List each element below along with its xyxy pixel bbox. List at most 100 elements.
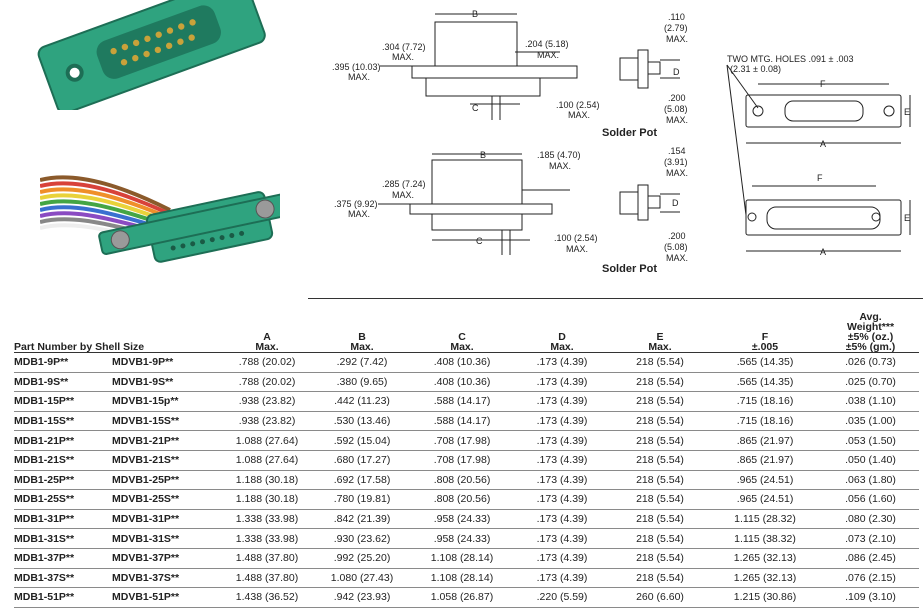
header-c-label: C <box>458 331 466 343</box>
cell-f: 1.265 (32.13) <box>708 568 822 589</box>
cell-f: .865 (21.97) <box>708 430 822 451</box>
header-b-label: B <box>358 331 366 343</box>
cell-c: 1.058 (26.87) <box>412 587 512 608</box>
cell-e: 218 (5.54) <box>612 450 708 471</box>
cell-a: 1.338 (33.98) <box>222 509 312 530</box>
cell-c: 1.108 (28.14) <box>412 548 512 569</box>
cell-p1: MDB1-31P** <box>14 509 112 530</box>
dim-204-top: .204 (5.18) <box>525 39 569 49</box>
dim-b-bottom: B <box>480 150 486 160</box>
dim-110: .110 <box>668 12 685 22</box>
cell-d: .173 (4.39) <box>512 568 612 589</box>
cell-c: .708 (17.98) <box>412 430 512 451</box>
table-row: MDB1-9S**MDVB1-9S**.788 (20.02).380 (9.6… <box>14 372 919 393</box>
dim-154: .154 <box>668 146 686 156</box>
table-row: MDB1-15P**MDVB1-15p**.938 (23.82).442 (1… <box>14 391 919 412</box>
cell-p1: MDB1-37S** <box>14 568 112 589</box>
dim-200-top: .200 <box>668 93 686 103</box>
header-b-sub: Max. <box>350 341 374 353</box>
dim-204-max: MAX. <box>537 50 559 60</box>
cell-p1: MDB1-15P** <box>14 391 112 412</box>
cell-p1: MDB1-25P** <box>14 470 112 491</box>
header-weight-1: Avg. <box>859 311 882 323</box>
cell-p1: MDB1-51P** <box>14 587 112 608</box>
cell-p2: MDVB1-25S** <box>112 489 222 510</box>
header-a-sub: Max. <box>255 341 279 353</box>
cell-w: .026 (0.73) <box>822 352 919 373</box>
cell-p2: MDVB1-21P** <box>112 430 222 451</box>
cell-d: .173 (4.39) <box>512 489 612 510</box>
dim-285-max: MAX. <box>392 190 414 200</box>
dim-d-top: D <box>673 67 680 77</box>
cell-w: .076 (2.15) <box>822 568 919 589</box>
cell-e: 218 (5.54) <box>612 411 708 432</box>
cell-p1: MDB1-25S** <box>14 489 112 510</box>
dim-200-mm-bottom: (5.08) <box>664 242 688 252</box>
cell-w: .086 (2.45) <box>822 548 919 569</box>
dim-154-max: MAX. <box>666 168 688 178</box>
table-row: MDB1-37P**MDVB1-37P**1.488 (37.80).992 (… <box>14 548 919 569</box>
cell-f: 1.215 (30.86) <box>708 587 822 608</box>
cell-p1: MDB1-21P** <box>14 430 112 451</box>
cell-e: 218 (5.54) <box>612 509 708 530</box>
cell-p1: MDB1-9P** <box>14 352 112 373</box>
cell-p1: MDB1-15S** <box>14 411 112 432</box>
cell-d: .173 (4.39) <box>512 509 612 530</box>
cell-c: .958 (24.33) <box>412 509 512 530</box>
dim-100-bottom: .100 (2.54) <box>554 233 598 243</box>
dim-185: .185 (4.70) <box>537 150 581 160</box>
dim-110-max: MAX. <box>666 34 688 44</box>
cell-d: .173 (4.39) <box>512 548 612 569</box>
dim-d-bottom: D <box>672 198 679 208</box>
cell-c: .958 (24.33) <box>412 528 512 549</box>
cell-p2: MDVB1-31S** <box>112 528 222 549</box>
cell-b: .380 (9.65) <box>312 372 412 393</box>
cell-a: 1.488 (37.80) <box>222 568 312 589</box>
cell-p2: MDVB1-9P** <box>112 352 222 373</box>
cell-b: .680 (17.27) <box>312 450 412 471</box>
cell-b: .530 (13.46) <box>312 411 412 432</box>
solder-pot-label-top: Solder Pot <box>602 127 657 139</box>
dim-f-top: F <box>820 79 826 89</box>
table-row: MDB1-21S**MDVB1-21S**1.088 (27.64).680 (… <box>14 450 919 471</box>
header-f-sub: ±.005 <box>751 341 779 353</box>
cell-w: .109 (3.10) <box>822 587 919 608</box>
dim-395-max: MAX. <box>348 72 370 82</box>
cell-e: 218 (5.54) <box>612 391 708 412</box>
dim-154-mm: (3.91) <box>664 157 688 167</box>
mtg-holes-line2: (2.31 ± 0.08) <box>730 64 781 74</box>
dim-395-top: .395 (10.03) <box>332 62 381 72</box>
cell-c: .808 (20.56) <box>412 470 512 491</box>
cell-w: .053 (1.50) <box>822 430 919 451</box>
cell-b: .780 (19.81) <box>312 489 412 510</box>
cell-e: 218 (5.54) <box>612 372 708 393</box>
cell-p2: MDVB1-37S** <box>112 568 222 589</box>
cell-a: 1.438 (36.52) <box>222 587 312 608</box>
cell-d: .173 (4.39) <box>512 430 612 451</box>
cell-a: .788 (20.02) <box>222 372 312 393</box>
cell-w: .038 (1.10) <box>822 391 919 412</box>
cell-a: .938 (23.82) <box>222 411 312 432</box>
cell-b: .442 (11.23) <box>312 391 412 412</box>
cell-f: .965 (24.51) <box>708 470 822 491</box>
dim-200-bottom: .200 <box>668 231 686 241</box>
dim-100-max-bottom: MAX. <box>566 244 588 254</box>
table-row: MDB1-9P**MDVB1-9P**.788 (20.02).292 (7.4… <box>14 352 919 373</box>
cell-p2: MDVB1-51P** <box>112 587 222 608</box>
connector-photo-top <box>0 0 270 110</box>
cell-d: .173 (4.39) <box>512 391 612 412</box>
dim-100-top: .100 (2.54) <box>556 100 600 110</box>
cell-f: .715 (18.16) <box>708 411 822 432</box>
cell-e: 218 (5.54) <box>612 489 708 510</box>
dim-e-bottom: E <box>904 213 910 223</box>
cell-c: .408 (10.36) <box>412 352 512 373</box>
mtg-holes-line1: TWO MTG. HOLES .091 ± .003 <box>727 54 853 64</box>
cell-c: .588 (14.17) <box>412 411 512 432</box>
cell-e: 260 (6.60) <box>612 587 708 608</box>
cell-d: .173 (4.39) <box>512 470 612 491</box>
cell-p1: MDB1-37P** <box>14 548 112 569</box>
cell-p1: MDB1-9S** <box>14 372 112 393</box>
